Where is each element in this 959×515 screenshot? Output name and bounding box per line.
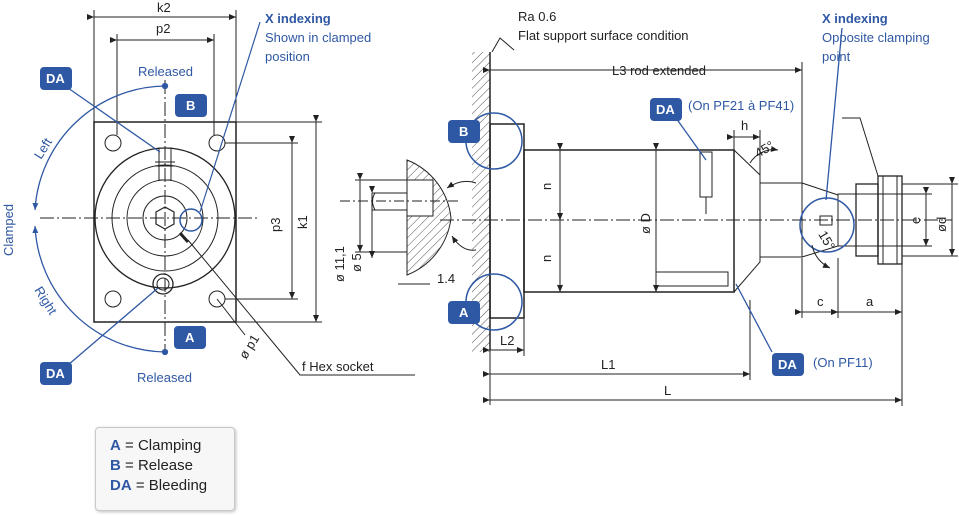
badge-da-top-right: DA: [650, 98, 682, 121]
dim-p3: p3: [268, 218, 283, 232]
released-top-label: Released: [138, 64, 193, 79]
clamped-label: Clamped: [1, 204, 16, 256]
on-pf11-label: (On PF11): [813, 355, 873, 370]
badge-a-left: A: [174, 326, 206, 349]
svg-text:A: A: [459, 305, 469, 320]
mount-hole: [104, 134, 122, 152]
svg-text:DA: DA: [46, 366, 65, 381]
legend-item-clamping: A = Clamping: [110, 437, 202, 454]
dim-a: a: [866, 294, 874, 309]
dim-od: ø D: [638, 213, 653, 234]
flat-support-label: Flat support surface condition: [518, 28, 689, 43]
dim-45: 45°: [752, 138, 777, 161]
hex-socket: [155, 206, 175, 230]
socket-detail: [340, 159, 477, 285]
svg-text:DA: DA: [778, 357, 797, 372]
dim-l3: L3 rod extended: [612, 63, 706, 78]
dim-n-bottom: n: [539, 255, 554, 262]
x-indexing-2-title: X indexing: [822, 11, 888, 26]
cylinder-body: [523, 149, 735, 293]
dim-l: L: [664, 383, 671, 398]
dim-d11: ø 11,1: [332, 246, 347, 282]
x-indexing-2-line1: Opposite clamping: [822, 30, 930, 45]
dim-p2: p2: [156, 21, 170, 36]
dim-l2: L2: [500, 333, 514, 348]
legend-item-release: B = Release: [110, 457, 193, 474]
left-front-view: [40, 10, 415, 376]
x-indexing-leader: [199, 21, 261, 213]
badge-a-right: A: [448, 301, 480, 324]
dim-odd: ød: [934, 217, 949, 232]
badge-da-top-left: DA: [40, 67, 72, 90]
dim-d14: 1.4: [437, 271, 455, 286]
svg-text:B: B: [186, 98, 195, 113]
dim-d5: ø 5: [349, 253, 364, 272]
released-bottom-label: Released: [137, 370, 192, 385]
dim-p1: ø p1: [236, 332, 263, 362]
hex-socket-label: f Hex socket: [302, 359, 374, 374]
dim-e: e: [908, 217, 923, 224]
right-label: Right: [31, 284, 60, 318]
badge-da-bottom-left: DA: [40, 362, 72, 385]
badge-da-bottom-right: DA: [772, 353, 804, 376]
dim-k1: k1: [295, 215, 310, 229]
badge-leaders-right: [675, 27, 843, 353]
mount-hole: [208, 134, 226, 152]
x-indexing-2-line2: point: [822, 49, 851, 64]
badge-leaders-left: [67, 87, 161, 366]
badge-b-right: B: [448, 120, 480, 143]
svg-text:DA: DA: [46, 71, 65, 86]
x-indexing-line2: position: [265, 49, 310, 64]
ra-label: Ra 0.6: [518, 9, 556, 24]
x-indexing-line1: Shown in clamped: [265, 30, 371, 45]
dim-k2: k2: [157, 0, 171, 15]
right-side-view: [440, 37, 958, 406]
left-label: Left: [31, 135, 55, 162]
on-pf21-label: (On PF21 à PF41): [688, 98, 794, 113]
x-indexing-circle: [179, 208, 203, 232]
dim-15: 15°: [815, 228, 838, 253]
x-indexing-title: X indexing: [265, 11, 331, 26]
badge-b-left: B: [175, 94, 207, 117]
dim-h: h: [741, 118, 748, 133]
x-indexing-2-leader: [842, 117, 879, 177]
dim-l1: L1: [601, 357, 615, 372]
svg-text:A: A: [185, 330, 195, 345]
x-indexing-circle-right: [799, 197, 855, 253]
legend-item-bleeding: DA = Bleeding: [110, 477, 208, 494]
flange-body: [93, 121, 237, 323]
dim-n-top: n: [539, 183, 554, 190]
legend-box: A = Clamping B = Release DA = Bleeding: [95, 427, 235, 511]
svg-text:B: B: [459, 124, 468, 139]
rotation-arc: [32, 82, 169, 356]
svg-text:DA: DA: [656, 102, 675, 117]
mount-hole: [104, 290, 122, 308]
dim-c: c: [817, 294, 824, 309]
port-a: [152, 273, 174, 295]
